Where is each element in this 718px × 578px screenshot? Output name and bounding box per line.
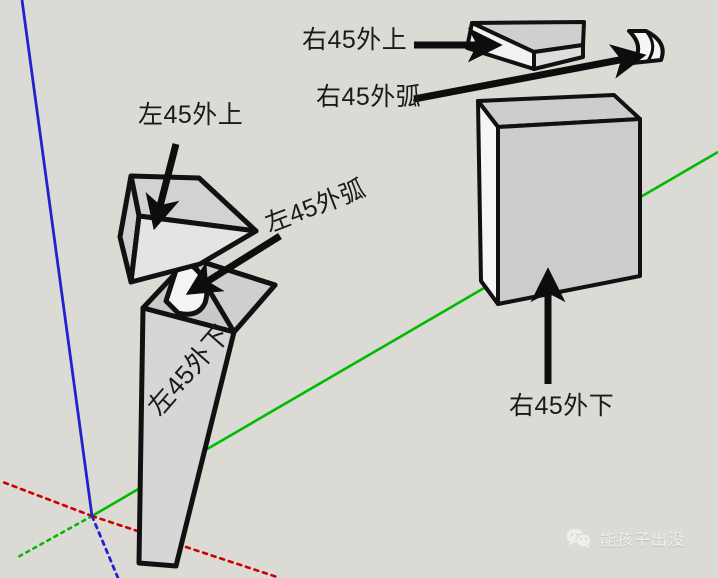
- label-left-top: 左45外上: [138, 101, 244, 129]
- red-axis-positive: [90, 514, 282, 578]
- blue-axis-positive: [20, 0, 94, 517]
- arrow-right-arc: [413, 44, 647, 103]
- label-right-arc: 右45外弧: [316, 83, 422, 111]
- right-prism-side-face: [496, 117, 642, 306]
- right-arc-body: [627, 29, 665, 65]
- arrow-left-arc: [185, 233, 282, 295]
- wechat-icon: [566, 529, 592, 548]
- label-right-bottom: 右45外下: [509, 392, 615, 420]
- right-arc-inner-edge: [644, 30, 655, 63]
- right-wedge-side-face: [532, 43, 585, 71]
- red-axis-negative: [0, 479, 94, 518]
- watermark: 能孩子出没: [566, 526, 685, 550]
- label-right-top: 右45外上: [302, 26, 408, 54]
- arrow-left-top: [145, 143, 180, 231]
- shape-right-prism[interactable]: [476, 93, 642, 306]
- right-prism-front-face: [476, 99, 500, 306]
- shape-right-arc-piece[interactable]: [627, 29, 665, 65]
- blue-axis-negative: [90, 514, 120, 578]
- green-axis-negative: [16, 514, 94, 559]
- watermark-text: 能孩子出没: [600, 532, 686, 549]
- callout-arrows: [145, 27, 647, 384]
- left-prism-front-face: [136, 305, 237, 569]
